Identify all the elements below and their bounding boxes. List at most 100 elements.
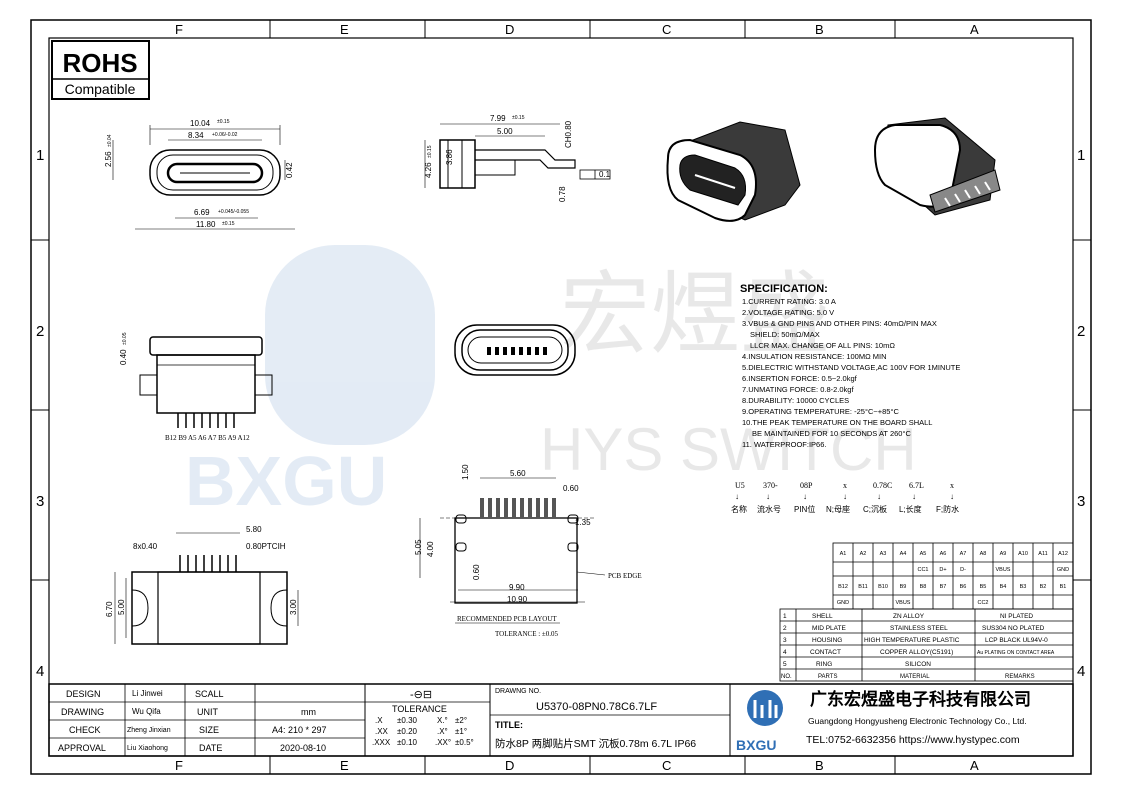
col-label-a-top: A (970, 22, 979, 37)
code-part-2: 370- (763, 481, 778, 490)
dim-1-35: 1.35 (575, 518, 591, 527)
code-arrow-3: ↓ (803, 492, 807, 501)
tb-scall-label: SCALL (195, 689, 224, 699)
front-view (112, 125, 295, 230)
dim-3-86: 3.86 (445, 149, 454, 165)
frame-labels: F E D C B A F E D C B A 1 2 3 4 1 2 3 4 (36, 22, 1085, 773)
company-logo: BXGU (736, 690, 783, 753)
bom-row4-no: 4 (783, 649, 787, 656)
iso-view-back (873, 117, 1001, 216)
row-label-2-left: 2 (36, 323, 44, 340)
spec-line-9: 7.UNMATING FORCE: 0.8-2.0kgf (742, 385, 854, 394)
bom-row4-material: COPPER ALLOY(C5191) (880, 649, 953, 656)
rohs-title: ROHS (62, 48, 137, 78)
code-label-6: L;长度 (899, 504, 922, 514)
sig-b12: GND (837, 600, 849, 606)
dim-2-56-tol: ±0.04 (107, 134, 113, 147)
code-arrow-5: ↓ (877, 492, 881, 501)
tol-xxa-value: ±1° (455, 727, 467, 736)
spec-line-4: SHIELD: 50mΩ/MAX (750, 330, 820, 339)
sig-a9: VBUS (996, 567, 1011, 573)
bom-row4-part: CONTACT (810, 649, 841, 656)
col-label-e-top: E (340, 22, 349, 37)
side-view-dims: 7.99 ±0.15 5.00 CH0.80 4.26 ±0.15 3.86 0… (424, 114, 611, 202)
tol-xxxa-label: .XX° (435, 738, 451, 747)
code-arrow-1: ↓ (735, 492, 739, 501)
bom-row2-no: 2 (783, 625, 787, 632)
row-label-2-right: 2 (1077, 323, 1085, 340)
code-arrow-6: ↓ (912, 492, 916, 501)
tb-tolerance-title: TOLERANCE (392, 704, 447, 714)
pin-a8: A8 (980, 551, 987, 557)
tb-size-value: A4: 210 * 297 (272, 725, 327, 735)
sig-a5: CC1 (917, 567, 928, 573)
bom-row2-remarks: SUS304 NO PLATED (982, 625, 1045, 632)
dim-11-80-tol: ±0.15 (222, 221, 235, 227)
tb-date-label: DATE (199, 743, 222, 753)
spec-line-14: 11. WATERPROOF:IP66. (742, 440, 826, 449)
pin-b11: B11 (858, 584, 867, 590)
tol-xx-label: .XX (375, 727, 389, 736)
pin-b8: B8 (920, 584, 927, 590)
row-label-3-left: 3 (36, 493, 44, 510)
row-label-3-right: 3 (1077, 493, 1085, 510)
code-label-4: N;母座 (826, 504, 850, 514)
dim-0-40: 0.40 (119, 349, 128, 365)
code-label-5: C;沉板 (863, 504, 887, 514)
dim-5-00-top: 5.00 (117, 599, 126, 615)
rohs-subtitle: Compatible (65, 81, 136, 97)
tol-xxx-label: .XXX (372, 738, 391, 747)
bom-row1-part: SHELL (812, 613, 833, 620)
row-label-1-left: 1 (36, 147, 44, 164)
code-arrow-4: ↓ (843, 492, 847, 501)
dim-9-90: 9.90 (509, 583, 525, 592)
dim-11-80: 11.80 (196, 220, 216, 229)
dim-4-26: 4.26 (424, 162, 433, 178)
top-view-dims: 5.80 8x0.40 0.80PTCIH 6.70 5.00 3.00 (105, 525, 298, 617)
spec-line-1: 1.CURRENT RATING: 3.0 A (742, 297, 836, 306)
pin-table: A1 A2 A3 A4 A5 A6 A7 A8 A9 A10 A11 A12 C… (832, 542, 1074, 610)
col-label-b-top: B (815, 22, 824, 37)
dim-5-00-side: 5.00 (497, 127, 513, 136)
tol-xx-value: ±0.20 (397, 727, 418, 736)
code-label-3: PIN位 (794, 504, 815, 514)
col-label-d-top: D (505, 22, 514, 37)
spec-line-5: LLCR MAX. CHANGE OF ALL PINS: 10mΩ (750, 341, 895, 350)
col-label-b-bottom: B (815, 758, 824, 773)
tol-xxx-value: ±0.10 (397, 738, 418, 747)
dim-10-04-tol: ±0.15 (217, 119, 230, 125)
pin-a2: A2 (860, 551, 867, 557)
front-view-dims: 10.04 ±0.15 8.34 +0.06/-0.02 6.69 +0.045… (104, 119, 294, 229)
tb-design-name: Li Jinwei (132, 689, 163, 698)
tb-unit-value: mm (301, 707, 316, 717)
side-view (424, 123, 611, 189)
tb-check-label: CHECK (69, 725, 101, 735)
col-label-c-top: C (662, 22, 671, 37)
spec-line-6: 4.INSULATION RESISTANCE: 100MΩ MIN (742, 352, 887, 361)
pin-labels-side: B12 B9 A5 A6 A7 B5 A9 A12 (165, 434, 250, 442)
dim-0-80ptcih: 0.80PTCIH (246, 542, 286, 551)
bom-row5-part: RING (816, 661, 832, 668)
code-label-1: 名称 (731, 504, 747, 514)
specification-block: SPECIFICATION: 1.CURRENT RATING: 3.0 A 2… (740, 283, 960, 449)
sig-a7: D- (960, 567, 966, 573)
dim-ch0-80: CH0.80 (564, 120, 573, 148)
bom-row5-no: 5 (783, 661, 787, 668)
dim-8-34-tol: +0.06/-0.02 (212, 132, 238, 138)
sig-b5: CC2 (977, 600, 988, 606)
tb-size-label: SIZE (199, 725, 219, 735)
spec-title: SPECIFICATION: (740, 283, 828, 295)
pin-b10: B10 (878, 584, 888, 590)
dim-7-99-tol: ±0.15 (512, 115, 525, 121)
projection-symbol: -⊖⊟ (410, 689, 432, 701)
top-view (114, 532, 299, 645)
pcb-edge-label: PCB EDGE (608, 572, 642, 580)
code-label-7: F;防水 (936, 504, 959, 514)
spec-line-3: 3.VBUS & GND PINS AND OTHER PINS: 40mΩ/P… (742, 319, 937, 328)
tb-contact: TEL:0752-6632356 https://www.hystypec.co… (806, 734, 1020, 746)
code-part-4: x (843, 481, 847, 490)
dim-10-04: 10.04 (190, 119, 211, 128)
dim-6-69: 6.69 (194, 208, 210, 217)
bom-row1-material: ZN ALLOY (893, 613, 925, 620)
